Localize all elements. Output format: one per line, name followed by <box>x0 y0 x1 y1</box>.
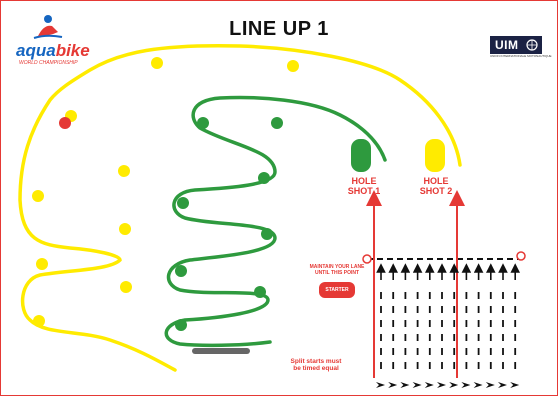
start-line-left-marker <box>362 254 372 264</box>
jetski-rider-icon <box>33 15 63 39</box>
globe-icon <box>526 39 538 51</box>
rider-icon <box>461 382 471 388</box>
green-buoy <box>254 286 266 298</box>
yellow-buoy <box>32 190 44 202</box>
uim-logo: UIM <box>490 36 542 54</box>
rider-icon <box>424 382 434 388</box>
yellow-buoy <box>118 165 130 177</box>
rider-icon <box>400 382 410 388</box>
rider-icon <box>437 382 446 388</box>
hole-shot-1-marker <box>351 139 371 172</box>
rider-markers <box>376 382 520 388</box>
rider-icon <box>485 382 495 388</box>
yellow-buoy <box>33 315 45 327</box>
rider-icon <box>376 382 385 388</box>
rider-icon <box>498 382 507 388</box>
outer-lane-line <box>18 43 462 372</box>
start-pontoon <box>192 348 250 354</box>
page-title: LINE UP 1 <box>229 18 329 40</box>
green-buoy <box>197 117 209 129</box>
rider-icon <box>473 382 483 388</box>
inner-lane-line <box>164 95 387 348</box>
start-lanes <box>376 263 521 369</box>
yellow-buoy <box>120 281 132 293</box>
green-buoy <box>177 197 189 209</box>
rider-icon <box>449 382 459 388</box>
hole-shot-2-marker <box>425 139 445 172</box>
start-line-right-marker <box>516 251 526 261</box>
aquabike-wordmark: aquabike <box>16 41 90 60</box>
red-buoy <box>59 117 71 129</box>
green-buoy <box>258 172 270 184</box>
rider-icon <box>510 382 520 388</box>
yellow-buoy <box>151 57 163 69</box>
rider-icon <box>388 382 398 388</box>
rider-icon <box>412 382 422 388</box>
green-buoy <box>271 117 283 129</box>
green-buoy <box>175 319 187 331</box>
yellow-buoy <box>119 223 131 235</box>
aquabike-logo: aquabike WORLD CHAMPIONSHIP <box>16 14 90 66</box>
yellow-buoy <box>287 60 299 72</box>
green-buoy <box>175 265 187 277</box>
uim-subtitle: UNION INTERNATIONALE MOTONAUTIQUE <box>490 54 552 58</box>
yellow-buoy <box>36 258 48 270</box>
uim-mark: UIM <box>495 38 519 52</box>
green-buoy <box>261 228 273 240</box>
aquabike-subtitle: WORLD CHAMPIONSHIP <box>19 60 78 66</box>
starter-badge: STARTER <box>319 282 355 298</box>
